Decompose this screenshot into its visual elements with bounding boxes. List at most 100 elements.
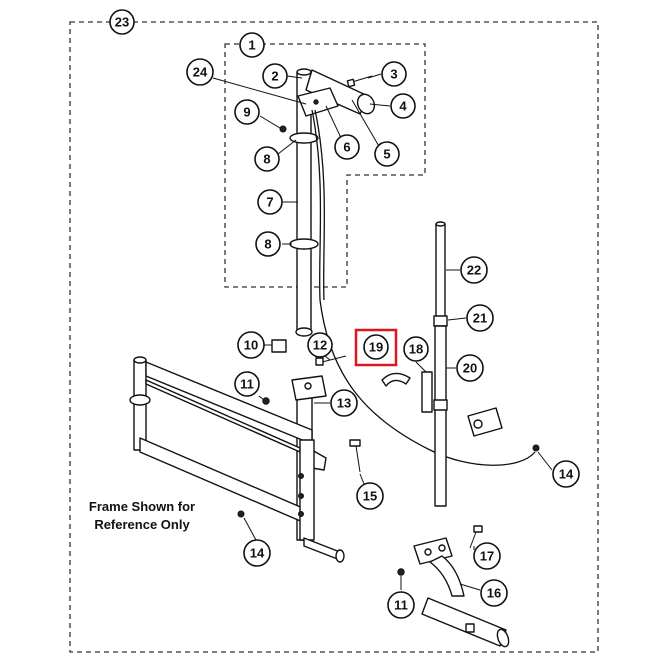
svg-text:24: 24 (193, 65, 208, 80)
callout-11-lower: 11 (387, 591, 415, 619)
callout-16: 16 (480, 579, 508, 607)
mount-tube-slot (465, 623, 475, 633)
callout-4: 4 (390, 93, 416, 119)
upper-tube-cap (296, 68, 312, 76)
mount-tube-end (496, 628, 510, 648)
screw-3-shaft (351, 75, 373, 83)
svg-text:20: 20 (463, 361, 477, 376)
tube-20 (434, 325, 447, 507)
bolt-15-shaft (355, 445, 361, 473)
pivot-hole (304, 382, 312, 390)
frame-foot (303, 537, 341, 561)
frame-hole-c (298, 511, 304, 517)
collar-10 (271, 339, 287, 353)
bolt-12-head (315, 357, 324, 366)
svg-text:1: 1 (248, 38, 255, 53)
callout-7: 7 (257, 189, 283, 215)
frame-hole-b (298, 493, 304, 499)
svg-text:8: 8 (263, 152, 270, 167)
handle-assembly (279, 68, 376, 337)
reference-frame (129, 356, 345, 563)
svg-text:11: 11 (394, 598, 408, 613)
cable-clip-upper (289, 132, 319, 144)
bolt-17-shaft (469, 531, 477, 549)
svg-text:14: 14 (559, 467, 574, 482)
callout-11-upper: 11 (234, 371, 260, 397)
cable-connector (467, 407, 540, 452)
svg-text:16: 16 (487, 586, 501, 601)
frame-upright-top (133, 356, 147, 364)
control-cable-sheath (314, 109, 326, 301)
tube-22 (435, 223, 446, 321)
bracket-18 (421, 371, 433, 413)
control-cable (311, 109, 536, 466)
svg-text:2: 2 (271, 69, 278, 84)
callout-13: 13 (330, 389, 358, 417)
callout-2: 2 (262, 63, 288, 89)
callout-8-upper: 8 (254, 146, 280, 172)
svg-text:10: 10 (244, 338, 258, 353)
svg-text:15: 15 (363, 489, 377, 504)
frame-upright-right (299, 439, 315, 541)
callout-23: 23 (109, 9, 135, 35)
callout-8-lower: 8 (255, 231, 281, 257)
svg-text:9: 9 (243, 105, 250, 120)
lower-mount (397, 525, 510, 648)
svg-text:7: 7 (266, 195, 273, 210)
nut-11b (397, 568, 405, 576)
svg-text:12: 12 (313, 338, 327, 353)
mount-hole-b (438, 544, 446, 552)
callout-14-left: 14 (243, 539, 271, 567)
callout-3: 3 (381, 61, 407, 87)
screw-3-head (346, 78, 356, 88)
svg-text:19: 19 (369, 340, 383, 355)
callout-6: 6 (334, 134, 360, 160)
frame-foot-end (335, 549, 345, 563)
callout-15: 15 (356, 482, 384, 510)
handle-tube-end (356, 93, 376, 115)
nut-9 (279, 125, 287, 133)
upper-tube-bottom (295, 327, 313, 337)
svg-text:22: 22 (467, 263, 481, 278)
svg-text:3: 3 (390, 67, 397, 82)
callout-24: 24 (186, 58, 214, 86)
svg-text:14: 14 (250, 546, 265, 561)
callout-20: 20 (456, 354, 484, 382)
frame-clamp (129, 394, 151, 406)
collar-20 (433, 399, 448, 411)
svg-text:18: 18 (409, 342, 423, 357)
assembly-23-boundary (69, 21, 599, 653)
assembly-1-boundary (224, 43, 426, 288)
mount-arm (429, 555, 465, 597)
callout-19: 19 (363, 334, 389, 360)
frame-hole-a (298, 473, 304, 479)
bolt-12-shaft (321, 355, 347, 363)
nut-14a (237, 510, 245, 518)
callout-1: 1 (239, 32, 265, 58)
callout-19-highlight (354, 328, 398, 367)
note-line-1: Frame Shown for (89, 499, 195, 514)
svg-text:17: 17 (480, 549, 494, 564)
nut-14b-dot (532, 444, 540, 452)
bracket-rivet (313, 99, 319, 105)
svg-text:13: 13 (337, 396, 351, 411)
callout-21: 21 (466, 304, 494, 332)
u-clip-19 (381, 372, 411, 387)
nut-11a (262, 397, 270, 405)
callout-22: 22 (460, 256, 488, 284)
connector-screw (473, 419, 483, 429)
bolt-15-head (349, 439, 361, 447)
svg-text:23: 23 (115, 15, 129, 30)
frame-top-rail (145, 361, 313, 445)
mount-hole-a (424, 548, 432, 556)
callout-9: 9 (234, 99, 260, 125)
mount-tube (421, 597, 507, 647)
callout-5: 5 (374, 141, 400, 167)
leader-lines (212, 73, 553, 591)
telescoping-tube (381, 221, 448, 507)
svg-text:21: 21 (473, 311, 487, 326)
callout-18: 18 (403, 336, 429, 362)
svg-text:5: 5 (383, 147, 390, 162)
